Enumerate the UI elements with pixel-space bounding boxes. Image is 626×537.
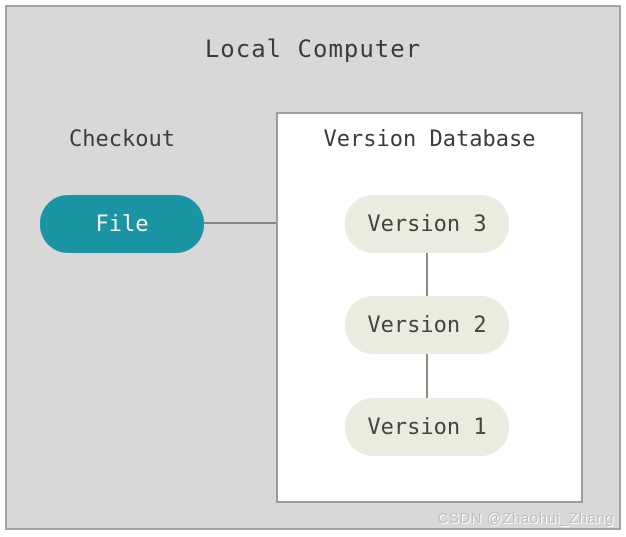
panel-title: Local Computer [204, 35, 422, 63]
checkout-label: Checkout [69, 127, 175, 152]
connector-version3-version2 [426, 252, 428, 297]
connector-file-to-version3 [203, 222, 346, 224]
version-node-1: Version 1 [345, 398, 509, 456]
version-node-2: Version 2 [345, 296, 509, 354]
version-database-title: Version Database [323, 127, 536, 152]
file-node: File [40, 195, 204, 253]
connector-version2-version1 [426, 353, 428, 399]
version-node-3: Version 3 [345, 195, 509, 253]
watermark: CSDN @Zhaohui_Zhang [437, 510, 614, 527]
